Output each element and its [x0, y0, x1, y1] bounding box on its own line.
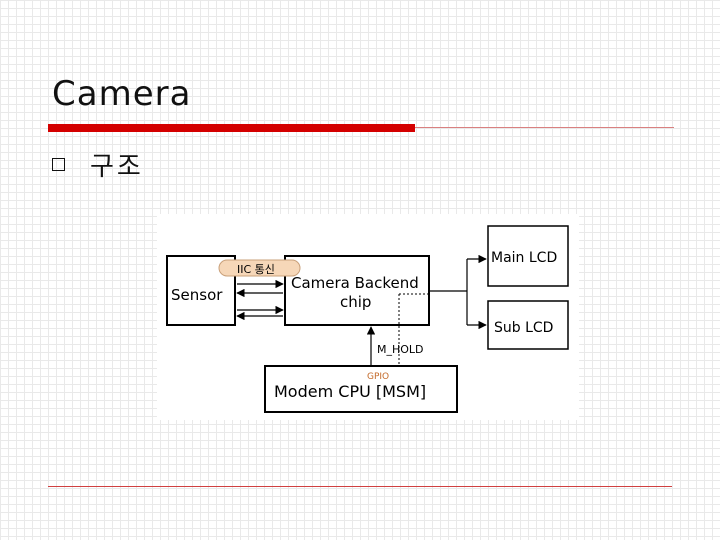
modem-cpu-label: Modem CPU [MSM]	[274, 382, 426, 401]
sub-lcd-label: Sub LCD	[494, 320, 553, 336]
iic-label-pill	[218, 259, 301, 277]
iic-label: IIC 통신	[237, 263, 275, 276]
title-underline-thin	[415, 127, 674, 128]
modem-cpu-block	[264, 365, 458, 413]
m-hold-label: M_HOLD	[377, 343, 424, 356]
main-lcd-block	[487, 225, 569, 287]
main-lcd-label: Main LCD	[491, 250, 557, 266]
gpio-label: GPIO	[367, 372, 389, 382]
bullet-text: 구조	[90, 152, 144, 182]
title-underline-red	[48, 124, 415, 132]
sensor-label: Sensor	[171, 286, 223, 304]
bullet-square-icon	[52, 158, 65, 171]
sub-lcd-block	[487, 300, 569, 350]
slide-title: Camera	[52, 74, 192, 114]
camera-backend-label-line2: chip	[340, 293, 371, 311]
camera-backend-label-line1: Camera Backend	[291, 274, 419, 292]
footer-line	[48, 486, 672, 487]
camera-backend-block	[284, 255, 430, 326]
